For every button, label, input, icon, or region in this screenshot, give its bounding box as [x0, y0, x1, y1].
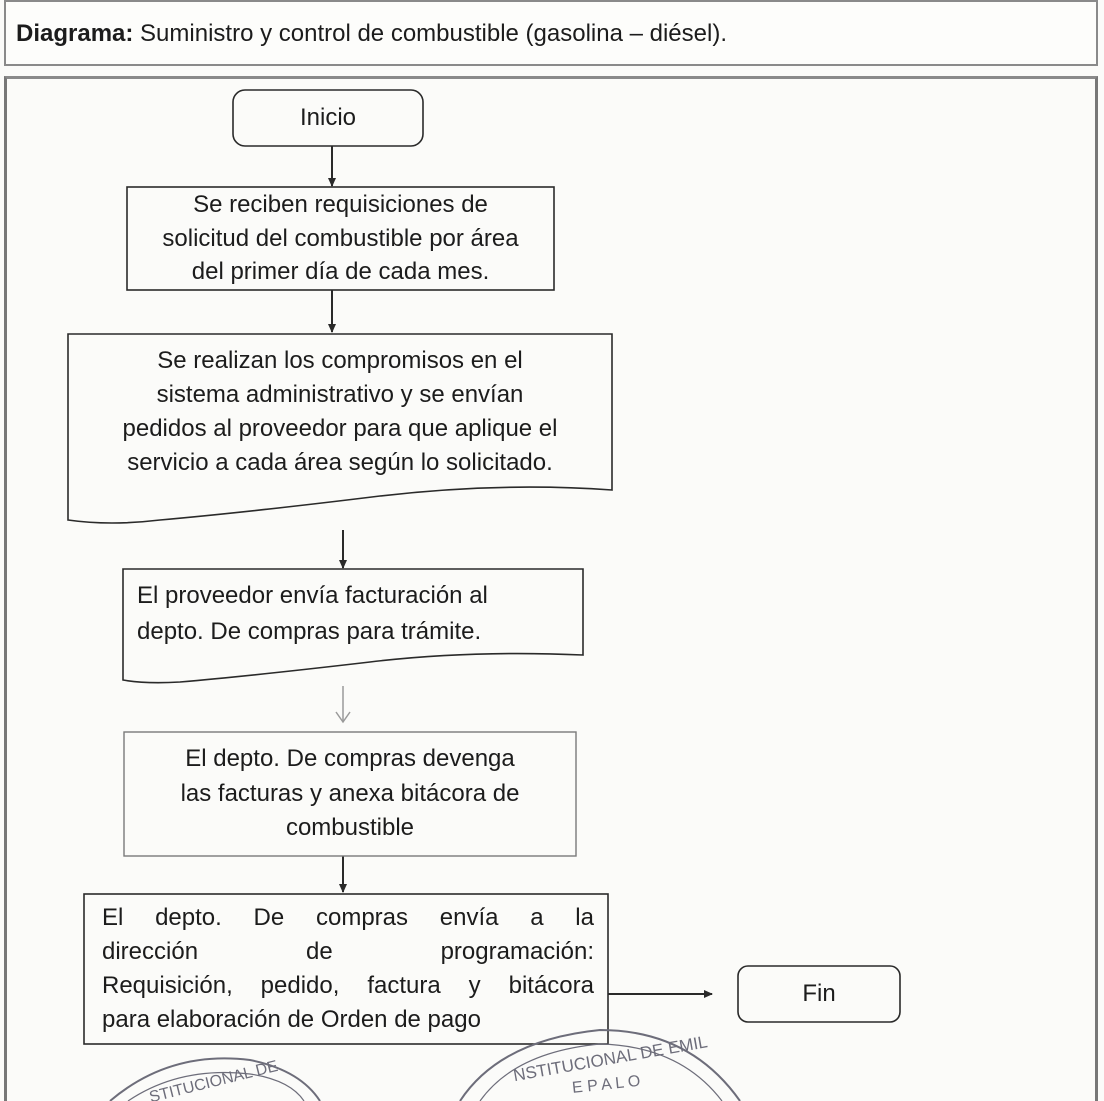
fin-shape	[737, 965, 901, 1023]
stamp-left-arc	[109, 1057, 321, 1101]
node-requisiciones-line: Se reciben requisiciones de	[193, 191, 488, 219]
node-devenga-line: combustible	[285, 814, 415, 842]
node-compromisos: Se realizan los compromisos en el sistem…	[68, 336, 612, 488]
node-envia-line: para elaboración de Orden de pago	[102, 1006, 481, 1034]
node-envia-line: dirección de programación:	[102, 937, 594, 965]
node-compromisos-line: Se realizan los compromisos en el	[157, 346, 523, 374]
node-envia-line: El depto. De compras envía a la	[102, 903, 594, 931]
node-fin-label: Fin	[802, 979, 836, 1007]
node-envia: El depto. De compras envía a la direcció…	[84, 894, 608, 1044]
node-compromisos-line: pedidos al proveedor para que aplique el	[122, 415, 558, 442]
node-inicio-label: Inicio	[299, 103, 357, 131]
node-devenga-line: las facturas y anexa bitácora de	[180, 779, 520, 807]
node-facturacion-line: depto. De compras para trámite.	[137, 618, 482, 645]
node-compromisos-line: sistema administrativo y se envían	[156, 380, 524, 408]
compromisos-shape	[67, 333, 613, 524]
stamp-right-arc	[459, 1028, 741, 1101]
devenga-shape	[123, 731, 577, 857]
diagram-title-text: Suministro y control de combustible (gas…	[140, 20, 727, 47]
node-fin: Fin	[738, 966, 900, 1022]
node-facturacion: El proveedor envía facturación al depto.…	[123, 572, 583, 656]
diagram-header: Diagrama: Suministro y control de combus…	[4, 0, 1098, 66]
requisiciones-shape	[126, 186, 555, 291]
node-requisiciones: Se reciben requisiciones de solicitud de…	[127, 187, 554, 290]
node-inicio: Inicio	[233, 90, 423, 146]
node-facturacion-line: El proveedor envía facturación al	[137, 582, 488, 609]
inicio-shape	[232, 89, 424, 147]
node-requisiciones-line: solicitud del combustible por área	[162, 224, 519, 252]
facturacion-shape	[122, 568, 584, 684]
stamp-left-text: STITUCIONAL DE	[148, 1058, 280, 1101]
flowchart-area	[4, 76, 1098, 1101]
stamp-right-inner-text: E P A L O	[571, 1073, 641, 1097]
node-devenga-line: El depto. De compras devenga	[185, 744, 515, 772]
node-envia-line: Requisición, pedido, factura y bitácora	[102, 972, 594, 999]
node-requisiciones-line: del primer día de cada mes.	[191, 258, 490, 286]
diagram-title: Diagrama: Suministro y control de combus…	[16, 20, 727, 48]
envia-shape	[83, 893, 609, 1045]
node-devenga: El depto. De compras devenga las factura…	[124, 732, 576, 856]
node-compromisos-line: servicio a cada área según lo solicitado…	[127, 449, 553, 477]
diagram-label: Diagrama:	[16, 20, 134, 47]
